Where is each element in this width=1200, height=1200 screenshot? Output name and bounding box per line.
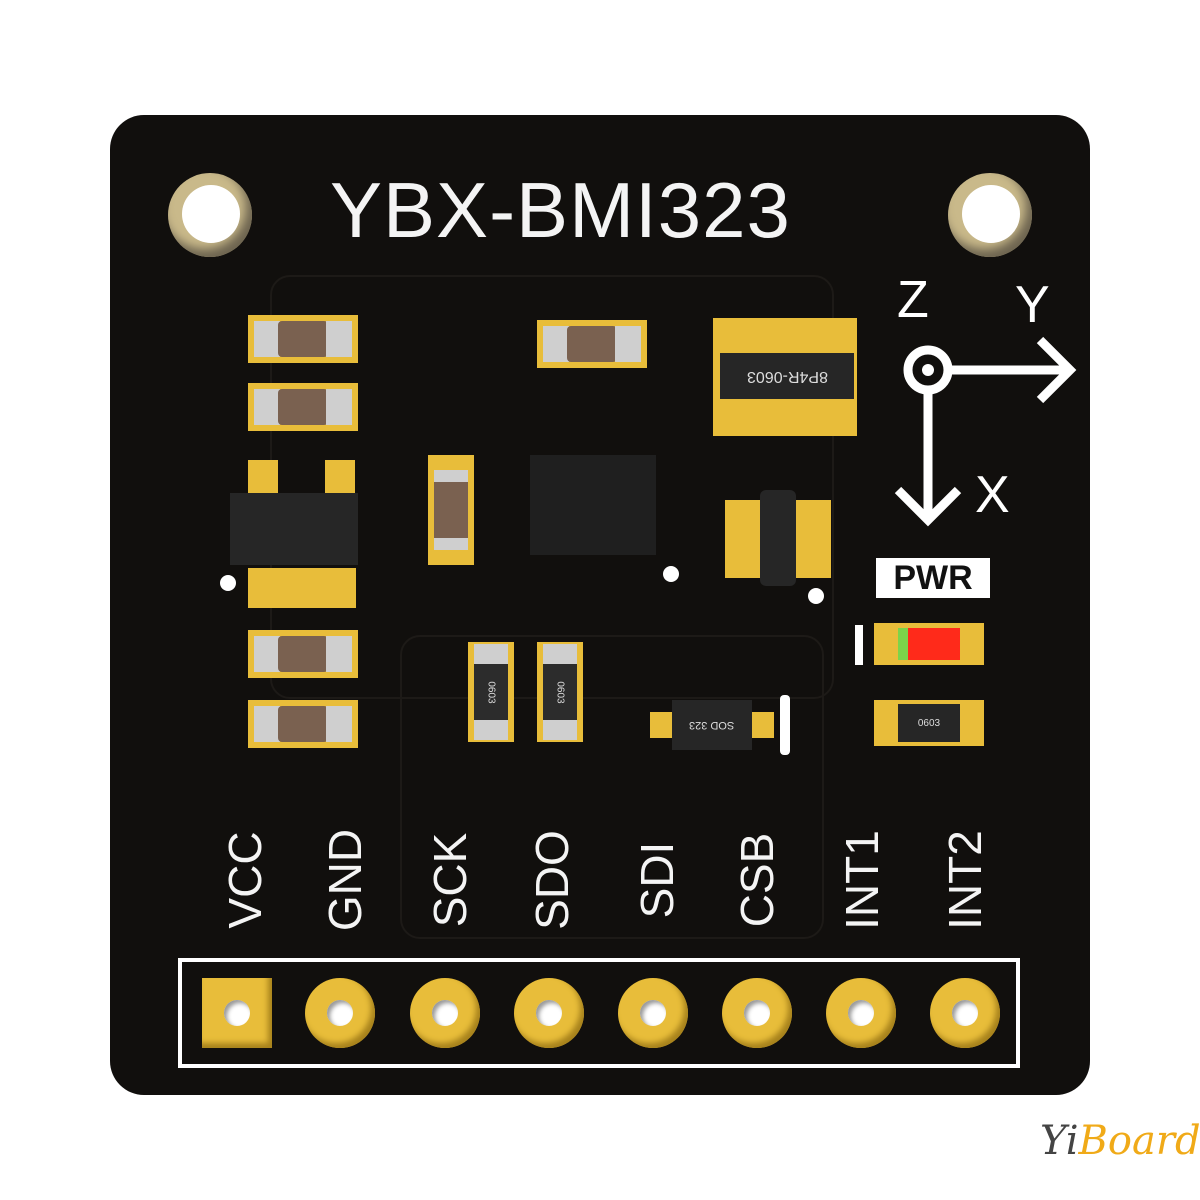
pin1-marker [808,588,824,604]
pin-csb [722,978,792,1048]
pin-sdi [618,978,688,1048]
ic-sot23-6 [760,490,796,586]
resistor-network-label: 8P4R-0603 [746,368,828,385]
capacitor [248,383,358,431]
pin-int1 [826,978,896,1048]
pin1-marker [220,575,236,591]
pin-vcc [202,978,272,1048]
pad [325,460,355,496]
pwr-label: PWR [876,558,990,598]
capacitor [248,700,358,748]
resistor-label: 0603 [917,717,941,729]
capacitor [537,320,647,368]
voltage-regulator [230,493,358,565]
pad [248,460,278,496]
diode-label: SOD 323 [689,719,735,731]
trace [400,635,824,939]
board-title: YBX-BMI323 [330,166,791,254]
watermark-logo: YiBoard [1040,1118,1200,1164]
resistor-label: 0603 [554,680,566,704]
axis-y-label: Y [1015,276,1050,334]
resistor: 0603 [898,704,960,742]
resistor-network: 8P4R-0603 [720,353,854,399]
pad [248,568,356,608]
pin-sdo [514,978,584,1048]
pin-int2 [930,978,1000,1048]
led-polarity-mark [855,625,863,665]
power-led [898,628,960,660]
pin-sck [410,978,480,1048]
pin-header-outline [178,958,1020,1068]
resistor-label: 0603 [485,680,497,704]
axis-z-label: Z [897,271,929,329]
capacitor [248,315,358,363]
mounting-hole-right [948,173,1032,257]
capacitor [248,630,358,678]
resistor: 0603 [468,642,514,742]
resistor: 0603 [537,642,583,742]
axis-x-label: X [975,466,1010,524]
bmi323-sensor-chip [530,455,656,555]
capacitor [434,470,468,550]
axis-indicator-icon [894,336,1077,527]
mounting-hole-left [168,173,252,257]
pin1-marker [663,566,679,582]
pin-gnd [305,978,375,1048]
diode: SOD 323 [672,700,752,750]
diode-polarity-mark [780,695,790,755]
